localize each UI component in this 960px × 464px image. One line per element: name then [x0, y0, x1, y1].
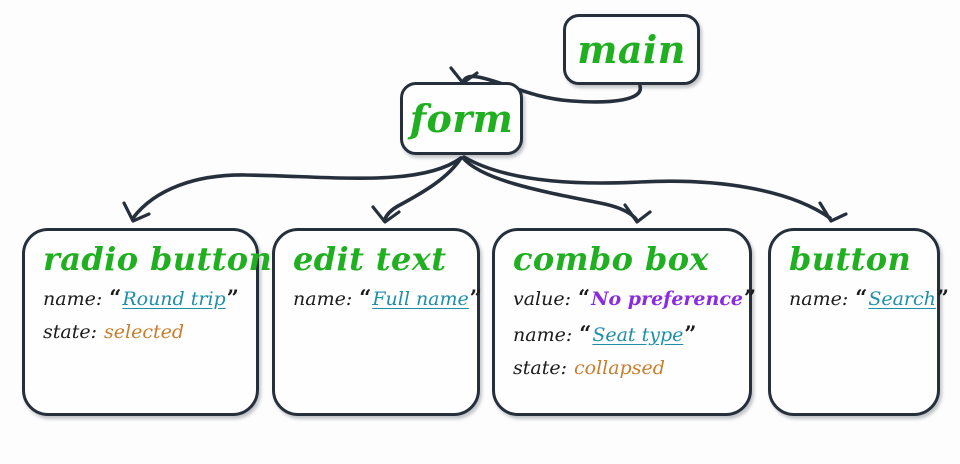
- node-edit-text[interactable]: edit text name: “ Full name ”: [272, 228, 482, 416]
- quote-close-icon: ”: [684, 321, 697, 346]
- property-value: Search: [868, 288, 936, 310]
- node-main[interactable]: main: [563, 14, 700, 85]
- property-value: Full name: [372, 288, 469, 310]
- property-row: name: “ Round trip ”: [43, 287, 240, 309]
- node-button[interactable]: button name: “ Search ”: [768, 228, 949, 416]
- property-value: collapsed: [574, 357, 665, 379]
- property-key: state:: [513, 357, 567, 379]
- quote-open-icon: “: [359, 285, 372, 310]
- property-value: No preference: [591, 288, 743, 310]
- quote-close-icon: ”: [226, 285, 239, 310]
- node-combo-box[interactable]: combo box value: “ No preference ” name:…: [492, 228, 756, 416]
- property-row: name: “ Full name ”: [293, 285, 482, 310]
- property-key: name:: [43, 288, 103, 310]
- node-form-role: form: [409, 95, 514, 141]
- property-key: value:: [513, 288, 572, 310]
- quote-open-icon: “: [579, 321, 592, 346]
- quote-open-icon: “: [109, 285, 122, 310]
- property-key: state:: [43, 321, 97, 343]
- node-edit-text-role: edit text: [293, 240, 447, 278]
- quote-close-icon: ”: [744, 285, 757, 310]
- edge-form-to-edit-text-arrowhead: [371, 205, 401, 224]
- property-row: state: selected: [43, 323, 240, 342]
- quote-open-icon: “: [855, 285, 868, 310]
- edge-main-to-form-arrowhead: [449, 66, 479, 85]
- node-radio-button[interactable]: radio button name: “ Round trip ” state:…: [22, 228, 273, 416]
- property-value: selected: [104, 321, 184, 343]
- property-row: name: “ Seat type ”: [513, 323, 733, 345]
- node-main-role: main: [577, 26, 686, 72]
- property-value: Round trip: [122, 288, 226, 310]
- edge-form-to-radio-button-arrowhead: [122, 201, 151, 223]
- property-key: name:: [293, 288, 353, 310]
- property-key: name:: [513, 324, 573, 346]
- quote-close-icon: ”: [936, 285, 949, 310]
- edge-form-to-combo-box-arrowhead: [623, 203, 652, 224]
- node-radio-button-role: radio button: [43, 240, 273, 278]
- edge-form-to-combo-box: [461, 156, 638, 221]
- quote-open-icon: “: [578, 285, 591, 310]
- quote-close-icon: ”: [469, 285, 482, 310]
- edge-form-to-button-arrowhead: [818, 201, 848, 223]
- property-row: name: “ Search ”: [789, 285, 949, 310]
- node-combo-box-role: combo box: [513, 240, 709, 278]
- property-key: name:: [789, 288, 849, 310]
- node-button-role: button: [789, 240, 912, 278]
- edge-form-to-edit-text: [383, 156, 463, 221]
- property-row: value: “ No preference ”: [513, 285, 756, 310]
- property-row: state: collapsed: [513, 359, 733, 378]
- node-form[interactable]: form: [400, 82, 523, 155]
- edge-form-to-radio-button: [131, 156, 463, 220]
- property-value: Seat type: [592, 324, 684, 346]
- edge-form-to-button: [462, 155, 832, 220]
